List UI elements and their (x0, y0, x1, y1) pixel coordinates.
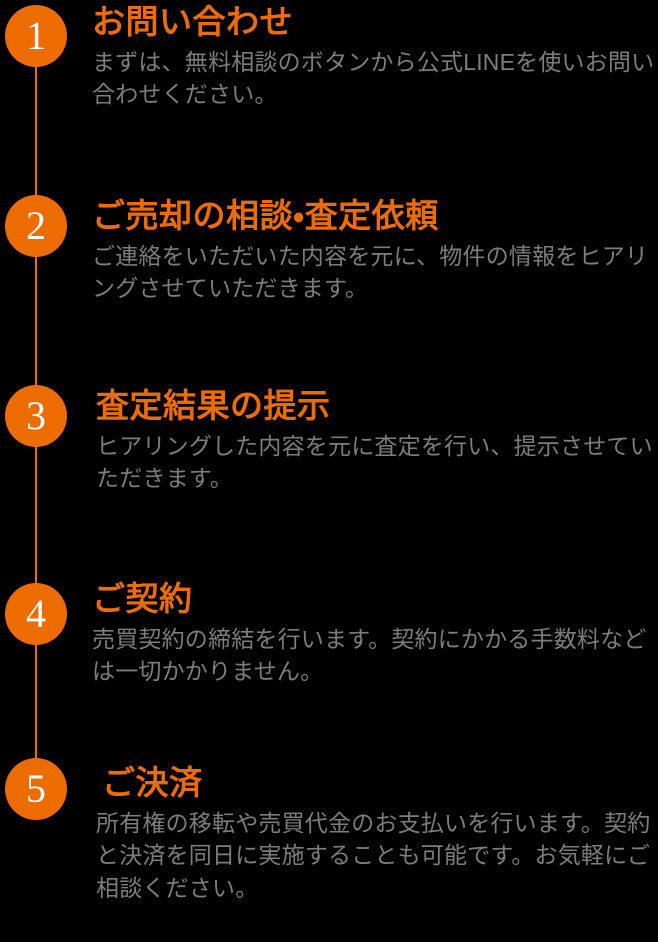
step-description-2: ご連絡をいただいた内容を元に、物件の情報をヒアリングさせていただきます。 (92, 242, 649, 302)
step-title-5: ご決済 (102, 764, 203, 801)
step-title-1: お問い合わせ (92, 3, 293, 40)
step-description-5: 所有権の移転や売買代金のお支払いを行います。契約と決済を同日に実施することも可能… (96, 809, 651, 901)
step-content-5: ご決済 所有権の移転や売買代金のお支払いを行います。契約と決済を同日に実施するこ… (96, 765, 658, 905)
step-number-badge-4: 4 (5, 583, 67, 645)
step-title-3: 査定結果の提示 (96, 387, 331, 424)
step-title-4: ご契約 (92, 580, 193, 617)
step-content-1: お問い合わせ まずは、無料相談のボタンから公式LINEを使いお問い合わせください… (92, 4, 658, 111)
step-number-badge-1: 1 (5, 5, 67, 67)
step-description-4: 売買契約の締結を行います。契約にかかる手数料などは一切かかりません。 (92, 625, 647, 685)
step-title-2: ご売却の相談・査定依頼 (92, 197, 439, 234)
step-description-3: ヒアリングした内容を元に査定を行い、提示させていただきます。 (96, 432, 653, 492)
step-content-4: ご契約 売買契約の締結を行います。契約にかかる手数料などは一切かかりません。 (92, 581, 658, 688)
step-content-3: 査定結果の提示 ヒアリングした内容を元に査定を行い、提示させていただきます。 (96, 388, 658, 495)
step-number-badge-3: 3 (5, 385, 67, 447)
step-number-badge-5: 5 (5, 758, 67, 820)
step-number-badge-2: 2 (5, 195, 67, 257)
step-content-2: ご売却の相談・査定依頼 ご連絡をいただいた内容を元に、物件の情報をヒアリングさせ… (92, 198, 658, 305)
step-description-1: まずは、無料相談のボタンから公式LINEを使いお問い合わせください。 (92, 48, 655, 108)
